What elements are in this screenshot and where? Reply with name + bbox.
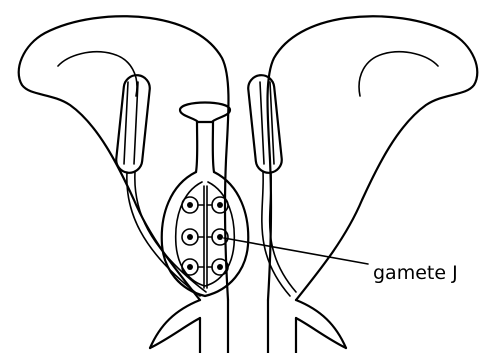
right-petal [268, 16, 478, 300]
receptacle [150, 300, 346, 353]
left-stamen [115, 74, 206, 296]
gamete-label: gamete J [373, 262, 458, 284]
right-stamen [247, 74, 296, 296]
ovule [182, 259, 204, 275]
ovule [182, 229, 204, 245]
ovules [182, 197, 228, 275]
ovule [182, 197, 204, 213]
ovule [207, 259, 228, 275]
